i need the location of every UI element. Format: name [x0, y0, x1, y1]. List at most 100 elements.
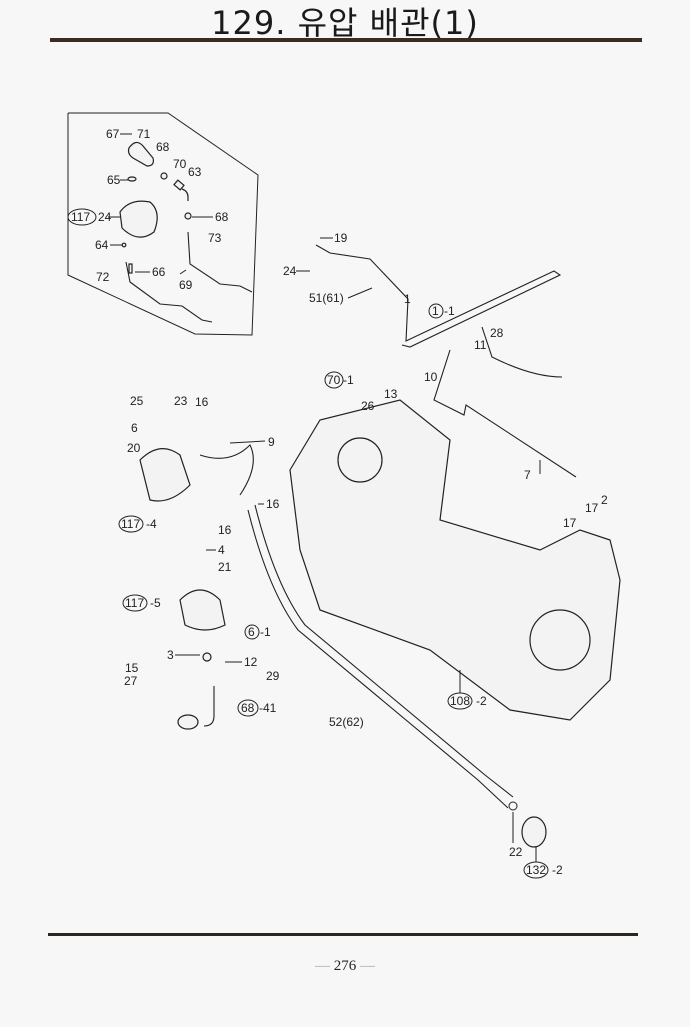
label-69: 69	[179, 278, 193, 292]
pipe-52	[247, 509, 509, 809]
label-68-ref: 68	[241, 701, 255, 715]
label-19: 19	[334, 231, 348, 245]
housing-bore	[529, 609, 591, 671]
label-117-4: 117	[121, 517, 140, 531]
label-12: 12	[244, 655, 258, 669]
label-7: 7	[524, 468, 531, 482]
label-3: 3	[167, 648, 174, 662]
label-108: 108	[450, 694, 470, 708]
hose-9	[199, 444, 254, 496]
label-68-suffix: -41	[259, 701, 277, 715]
part-pump-117-4	[139, 448, 191, 502]
label-64: 64	[95, 238, 109, 252]
housing-flange	[337, 437, 383, 483]
label-132-suffix: -2	[552, 863, 563, 877]
label-26: 26	[361, 399, 375, 413]
page-number-value: 276	[333, 958, 357, 974]
label-16b: 16	[266, 497, 280, 511]
label-52: 52(62)	[329, 715, 364, 729]
page-number: — 276 —	[0, 958, 690, 975]
label-71: 71	[137, 127, 151, 141]
part-banjo-71	[127, 141, 154, 167]
pipe-7	[433, 349, 577, 478]
part-washer-68b	[184, 212, 192, 220]
header-rule	[50, 38, 642, 42]
label-132: 132	[526, 863, 546, 877]
label-65: 65	[107, 173, 121, 187]
part-filter-24	[119, 200, 158, 238]
part-washer-68a	[160, 172, 168, 180]
label-27: 27	[124, 674, 138, 688]
label-24a: 24	[98, 210, 112, 224]
label-13: 13	[384, 387, 398, 401]
pipe-upper-right	[481, 326, 563, 378]
part-oring-65	[127, 176, 137, 182]
label-1: 1	[404, 292, 411, 306]
housing-outline	[289, 399, 621, 721]
label-51: 51(61)	[309, 291, 344, 305]
label-70-ref: 70	[327, 373, 341, 387]
label-23: 23	[174, 394, 188, 408]
label-70-suffix: -1	[343, 373, 354, 387]
ref-circle-68	[237, 699, 259, 717]
label-21: 21	[218, 560, 232, 574]
label-16a: 16	[195, 395, 209, 409]
label-20: 20	[127, 441, 141, 455]
label-4: 4	[218, 543, 225, 557]
label-11: 11	[474, 338, 487, 352]
ref-circle-117-5	[122, 594, 148, 612]
main-parts	[139, 448, 547, 848]
label-2: 2	[601, 493, 608, 507]
part-nut-3	[202, 652, 212, 662]
label-24b: 24	[283, 264, 297, 278]
footer-rule	[48, 933, 638, 936]
label-108-suffix: -2	[476, 694, 487, 708]
label-17b: 17	[563, 516, 577, 530]
label-68b: 68	[215, 210, 229, 224]
label-117: 117	[71, 210, 90, 224]
page-dash-right: —	[360, 958, 375, 974]
label-63: 63	[188, 165, 202, 179]
label-25: 25	[130, 394, 144, 408]
label-6: 6	[131, 421, 138, 435]
page-title: 129. 유압 배관(1)	[211, 4, 479, 42]
label-ref-1: 1	[432, 304, 439, 318]
label-ref-1-suffix: -1	[444, 304, 455, 318]
part-pin-66	[128, 263, 133, 274]
label-117-5-suffix: -5	[150, 596, 161, 610]
ref-circle-70	[324, 371, 344, 389]
part-pipe-73	[187, 231, 253, 293]
part-pipe-72	[125, 261, 213, 323]
part-pipe-63	[181, 188, 189, 201]
pipe-51	[315, 244, 562, 348]
ref-circle-1	[428, 303, 444, 319]
label-6-suffix: -1	[260, 625, 271, 639]
ref-circle-6	[244, 624, 260, 640]
page-dash-left: —	[315, 958, 330, 974]
inset-labels: 67 71 68 70 63 65 117 24 68 73 64 72 66 …	[67, 127, 229, 292]
part-clip-69	[179, 269, 187, 275]
main-labels: 19 24 51(61) 1 1 -1 28 11 70 -1 26 13 10…	[118, 231, 608, 879]
inset-border	[67, 112, 259, 336]
main-pipes	[199, 244, 577, 809]
transmission-housing	[289, 399, 621, 721]
label-29: 29	[266, 669, 280, 683]
pipe-68-41	[203, 686, 215, 727]
label-16c: 16	[218, 523, 232, 537]
label-17a: 17	[585, 501, 599, 515]
part-pump-117-5	[179, 589, 226, 631]
label-117-4-suffix: -4	[146, 517, 157, 531]
label-73: 73	[208, 231, 222, 245]
label-15: 15	[125, 661, 139, 675]
part-oring-64	[121, 242, 127, 248]
ref-circle-117-4	[118, 515, 144, 533]
ref-circle-117	[67, 208, 97, 226]
pipe-52b	[254, 504, 514, 798]
part-fitting-68-41	[177, 714, 199, 730]
label-68a: 68	[156, 140, 170, 154]
part-spring-70	[173, 179, 185, 191]
label-10: 10	[424, 370, 438, 384]
part-strainer-132-2	[521, 816, 547, 848]
label-72: 72	[96, 270, 110, 284]
